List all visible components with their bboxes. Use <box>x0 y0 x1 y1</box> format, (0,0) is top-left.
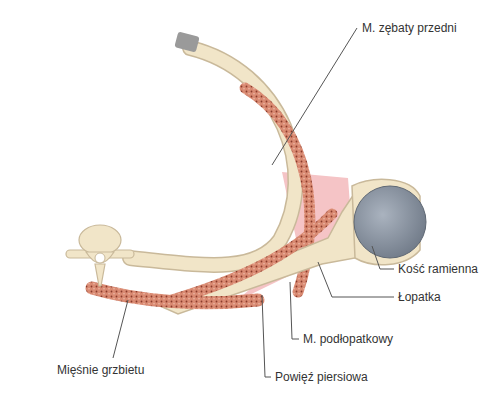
part-label: M. podłopatkowy <box>303 332 393 346</box>
humerus-head <box>354 186 426 258</box>
cartilage <box>174 31 199 52</box>
subscapularis-muscle <box>172 214 332 300</box>
back-muscles <box>92 288 258 303</box>
part-label: M. zębaty przedni <box>362 21 457 35</box>
rib-outline <box>130 48 296 265</box>
part-label: Łopatka <box>398 290 441 304</box>
scapula <box>160 188 366 314</box>
vertebra <box>66 225 134 286</box>
leader-lines <box>113 28 394 377</box>
part-label: Mięśnie grzbietu <box>57 363 144 377</box>
rib <box>130 48 296 265</box>
part-label: Kość ramienna <box>398 262 478 276</box>
part-label: Powięź piersiowa <box>275 370 368 384</box>
